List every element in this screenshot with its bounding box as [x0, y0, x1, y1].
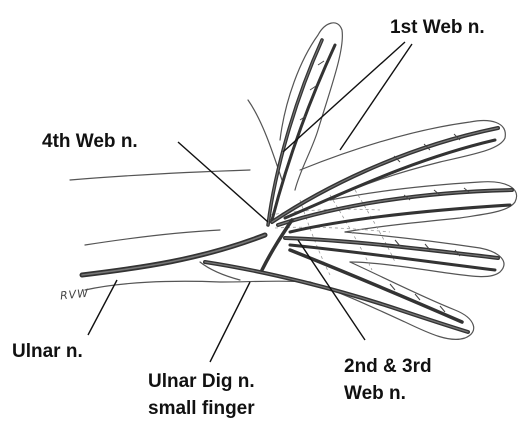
- nerve-twigs: [300, 61, 470, 312]
- leader-1st-web-a: [283, 42, 405, 152]
- label-2nd-3rd-web-nerve-line1: 2nd & 3rd: [344, 355, 432, 378]
- label-ulnar-nerve: Ulnar n.: [12, 340, 83, 363]
- leader-4th-web: [178, 142, 268, 222]
- leader-1st-web-b: [340, 44, 412, 150]
- nerves: [82, 40, 512, 332]
- label-ulnar-dig-nerve-line1: Ulnar Dig n.: [148, 370, 255, 393]
- leader-2nd-3rd-web: [298, 240, 365, 340]
- leader-ulnar-dig: [210, 282, 250, 362]
- label-4th-web-nerve: 4th Web n.: [42, 130, 138, 153]
- hand-outline: [70, 23, 517, 340]
- label-1st-web-nerve: 1st Web n.: [390, 16, 485, 39]
- label-2nd-3rd-web-nerve-line2: Web n.: [344, 382, 406, 405]
- label-ulnar-dig-nerve-line2: small finger: [148, 397, 255, 420]
